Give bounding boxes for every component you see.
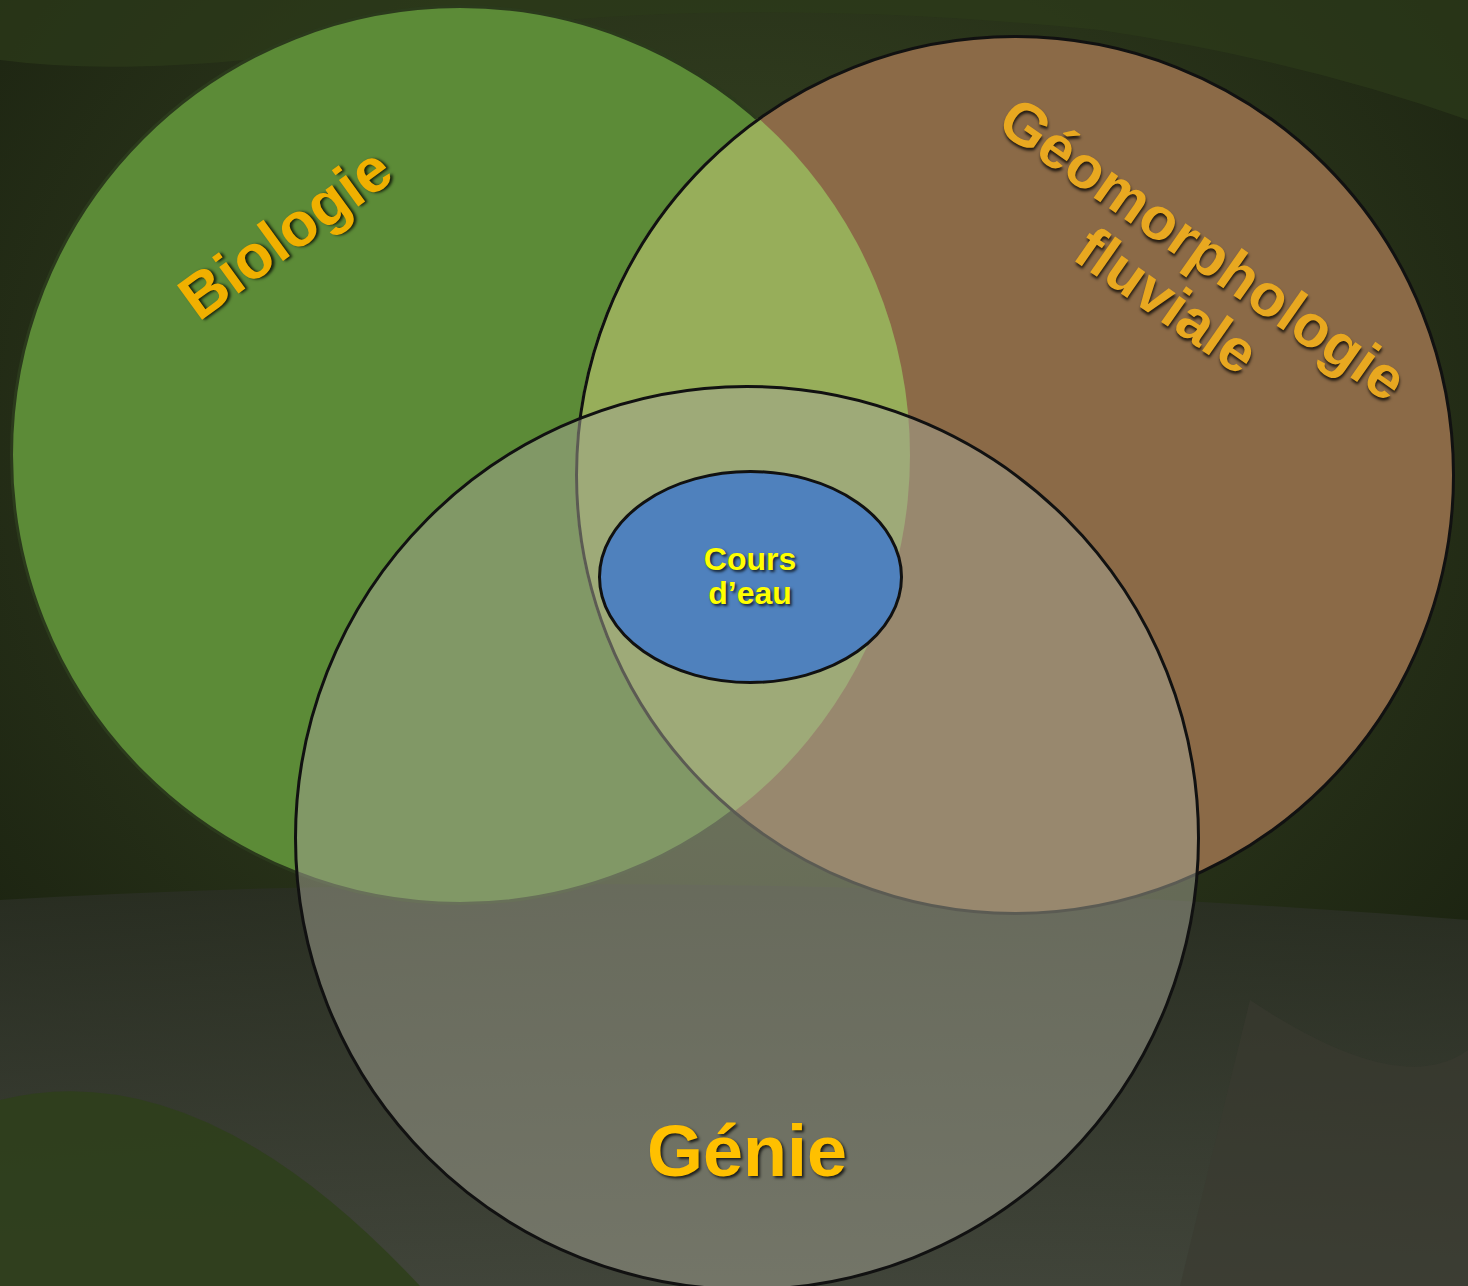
watercourse-ellipse: Cours d’eau — [598, 470, 903, 684]
circle-title: Génie — [647, 1114, 847, 1190]
engineering-circle: Génie Cours d’eau — [294, 385, 1200, 1286]
center-label: Cours d’eau — [704, 543, 796, 610]
